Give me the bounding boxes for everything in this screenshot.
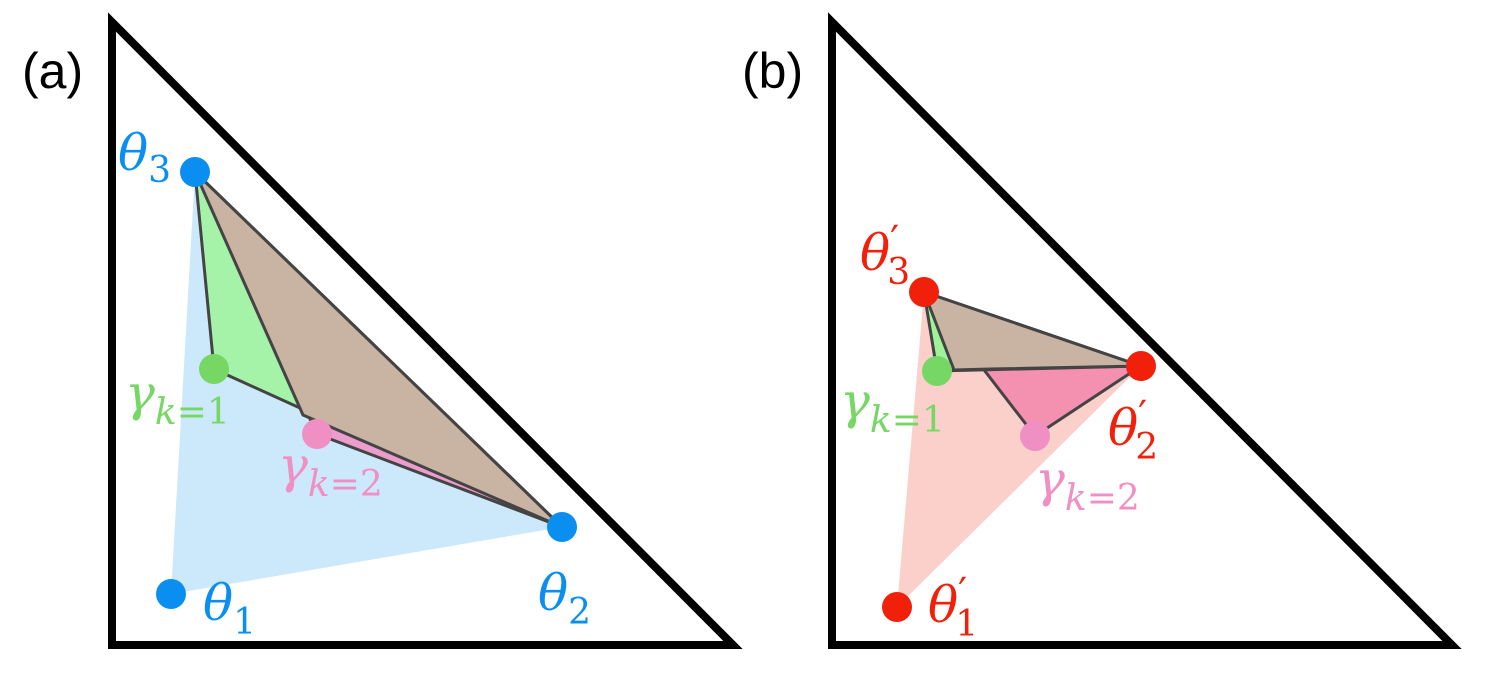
panel-a-gamma2-point	[302, 419, 332, 449]
panel-b-theta1-point	[882, 592, 912, 622]
panel-a-theta3-point	[180, 157, 210, 187]
panel-a-theta3-label: θ3	[118, 124, 171, 191]
panel-a-simplex-outline	[108, 12, 743, 649]
panel-a-gamma2-label: γk=2	[278, 436, 383, 505]
panel-b-label: (b)	[742, 43, 803, 99]
panel-b-gamma2-point	[1020, 421, 1050, 451]
panel-b-simplex-outline	[828, 12, 1462, 649]
panel-b-theta3-point	[909, 277, 939, 307]
panel-a-theta1-label: θ1	[203, 574, 256, 643]
panel-a-gamma1-point	[199, 354, 229, 384]
panel-b-theta1-label: θ′1	[928, 570, 978, 645]
panel-a-label: (a)	[22, 43, 83, 99]
panel-b-theta3-label: θ′3	[860, 218, 910, 293]
panel-b-theta2-point	[1126, 351, 1156, 381]
panel-b-gamma1-label: γk=1	[840, 372, 945, 441]
panel-a-gamma1-label: γk=1	[125, 364, 230, 433]
panel-a-theta1-point	[156, 579, 186, 609]
panel-a: (a) θ3 θ1 θ2 γk=1 γk=2	[22, 12, 743, 649]
panel-b-gamma1-point	[922, 356, 952, 386]
panel-b-overlap-region	[922, 290, 1143, 372]
panel-a-overlap-region	[193, 170, 564, 529]
panel-a-theta2-label: θ2	[538, 564, 591, 633]
panel-a-theta2-point	[547, 512, 577, 542]
panel-b-gamma2-label: γk=2	[1035, 450, 1140, 519]
panel-b-theta2-label: θ′2	[1108, 393, 1158, 468]
panel-b: (b) θ′3 θ′2 θ′1 γk=1 γk=2	[742, 12, 1462, 649]
